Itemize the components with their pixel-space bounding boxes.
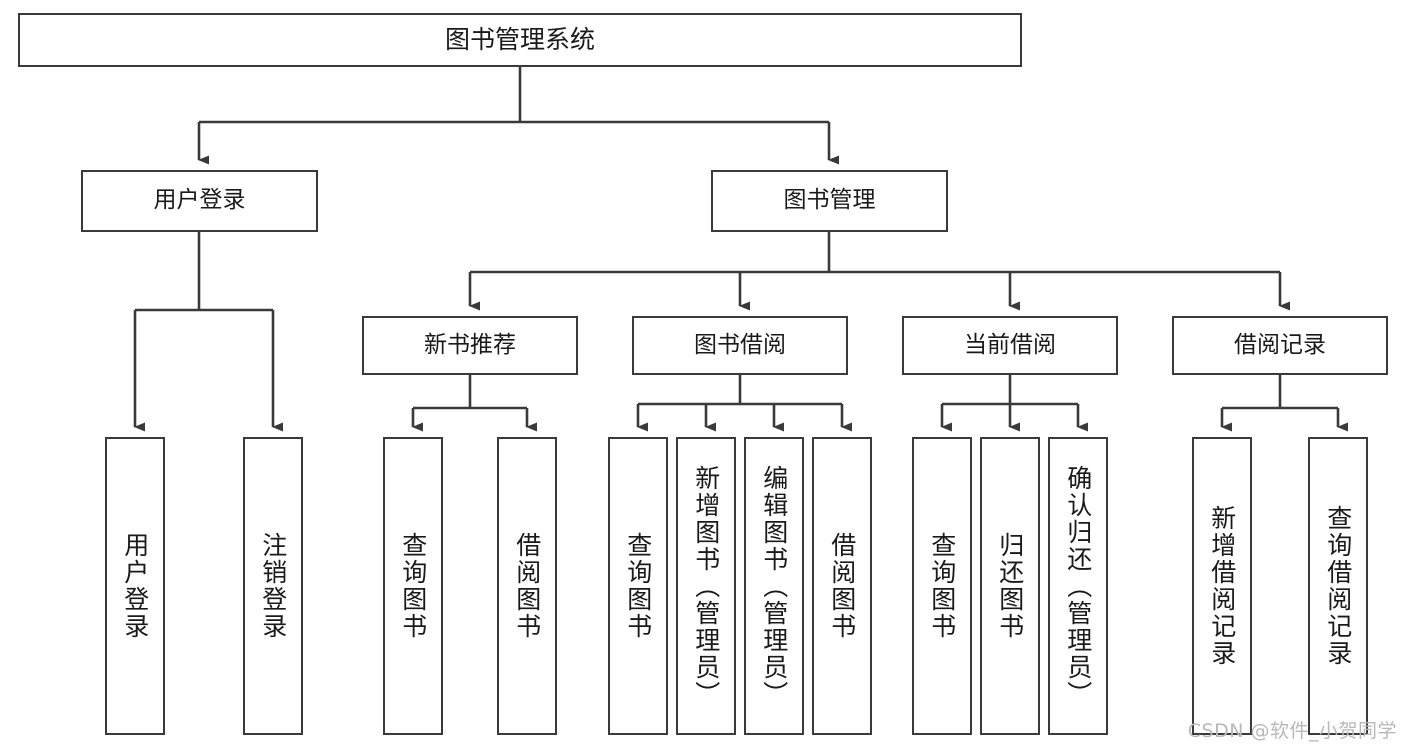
node-current-borrow[interactable]: 当前借阅 — [902, 316, 1118, 375]
leaf-new-book-query[interactable]: 查询图书 — [383, 437, 443, 735]
node-new-book-recommend[interactable]: 新书推荐 — [362, 316, 578, 375]
leaf-user-login-signin[interactable]: 用户登录 — [105, 437, 165, 735]
node-label: 查询借阅记录 — [1323, 505, 1353, 667]
node-book-management[interactable]: 图书管理 — [711, 170, 948, 232]
watermark-text: CSDN @软件_小贺同学 — [1187, 720, 1397, 742]
node-label: 查询图书 — [623, 532, 653, 640]
leaf-book-borrow-edit[interactable]: 编辑图书（管理员） — [744, 437, 804, 735]
node-label: 查询图书 — [398, 532, 428, 640]
leaf-book-borrow-borrow[interactable]: 借阅图书 — [812, 437, 872, 735]
node-label: 借阅图书 — [827, 532, 857, 640]
node-root-system[interactable]: 图书管理系统 — [18, 13, 1022, 67]
leaf-current-borrow-confirm-return[interactable]: 确认归还（管理员） — [1048, 437, 1108, 735]
leaf-new-book-borrow[interactable]: 借阅图书 — [497, 437, 557, 735]
leaf-user-login-signout[interactable]: 注销登录 — [243, 437, 303, 735]
leaf-current-borrow-return[interactable]: 归还图书 — [980, 437, 1040, 735]
node-label: 新增图书（管理员） — [691, 464, 721, 708]
leaf-book-borrow-add[interactable]: 新增图书（管理员） — [676, 437, 736, 735]
node-label: 借阅图书 — [512, 532, 542, 640]
node-label: 注销登录 — [258, 532, 288, 640]
node-label: 图书借阅 — [694, 331, 786, 358]
node-label: 用户登录 — [120, 532, 150, 640]
node-label: 图书管理 — [783, 187, 876, 214]
node-label: 归还图书 — [995, 532, 1025, 640]
node-label: 查询图书 — [927, 532, 957, 640]
node-label: 确认归还（管理员） — [1063, 464, 1093, 708]
node-label: 当前借阅 — [964, 331, 1056, 358]
node-label: 借阅记录 — [1234, 331, 1326, 358]
leaf-records-query[interactable]: 查询借阅记录 — [1308, 437, 1368, 735]
node-label: 新增借阅记录 — [1207, 505, 1237, 667]
node-borrow-records[interactable]: 借阅记录 — [1172, 316, 1388, 375]
leaf-current-borrow-query[interactable]: 查询图书 — [912, 437, 972, 735]
node-label: 图书管理系统 — [444, 25, 595, 55]
leaf-book-borrow-query[interactable]: 查询图书 — [608, 437, 668, 735]
node-label: 新书推荐 — [424, 331, 516, 358]
node-user-login[interactable]: 用户登录 — [81, 170, 318, 232]
leaf-records-add[interactable]: 新增借阅记录 — [1192, 437, 1252, 735]
node-book-borrow[interactable]: 图书借阅 — [632, 316, 848, 375]
node-label: 编辑图书（管理员） — [759, 464, 789, 708]
node-label: 用户登录 — [153, 187, 246, 214]
